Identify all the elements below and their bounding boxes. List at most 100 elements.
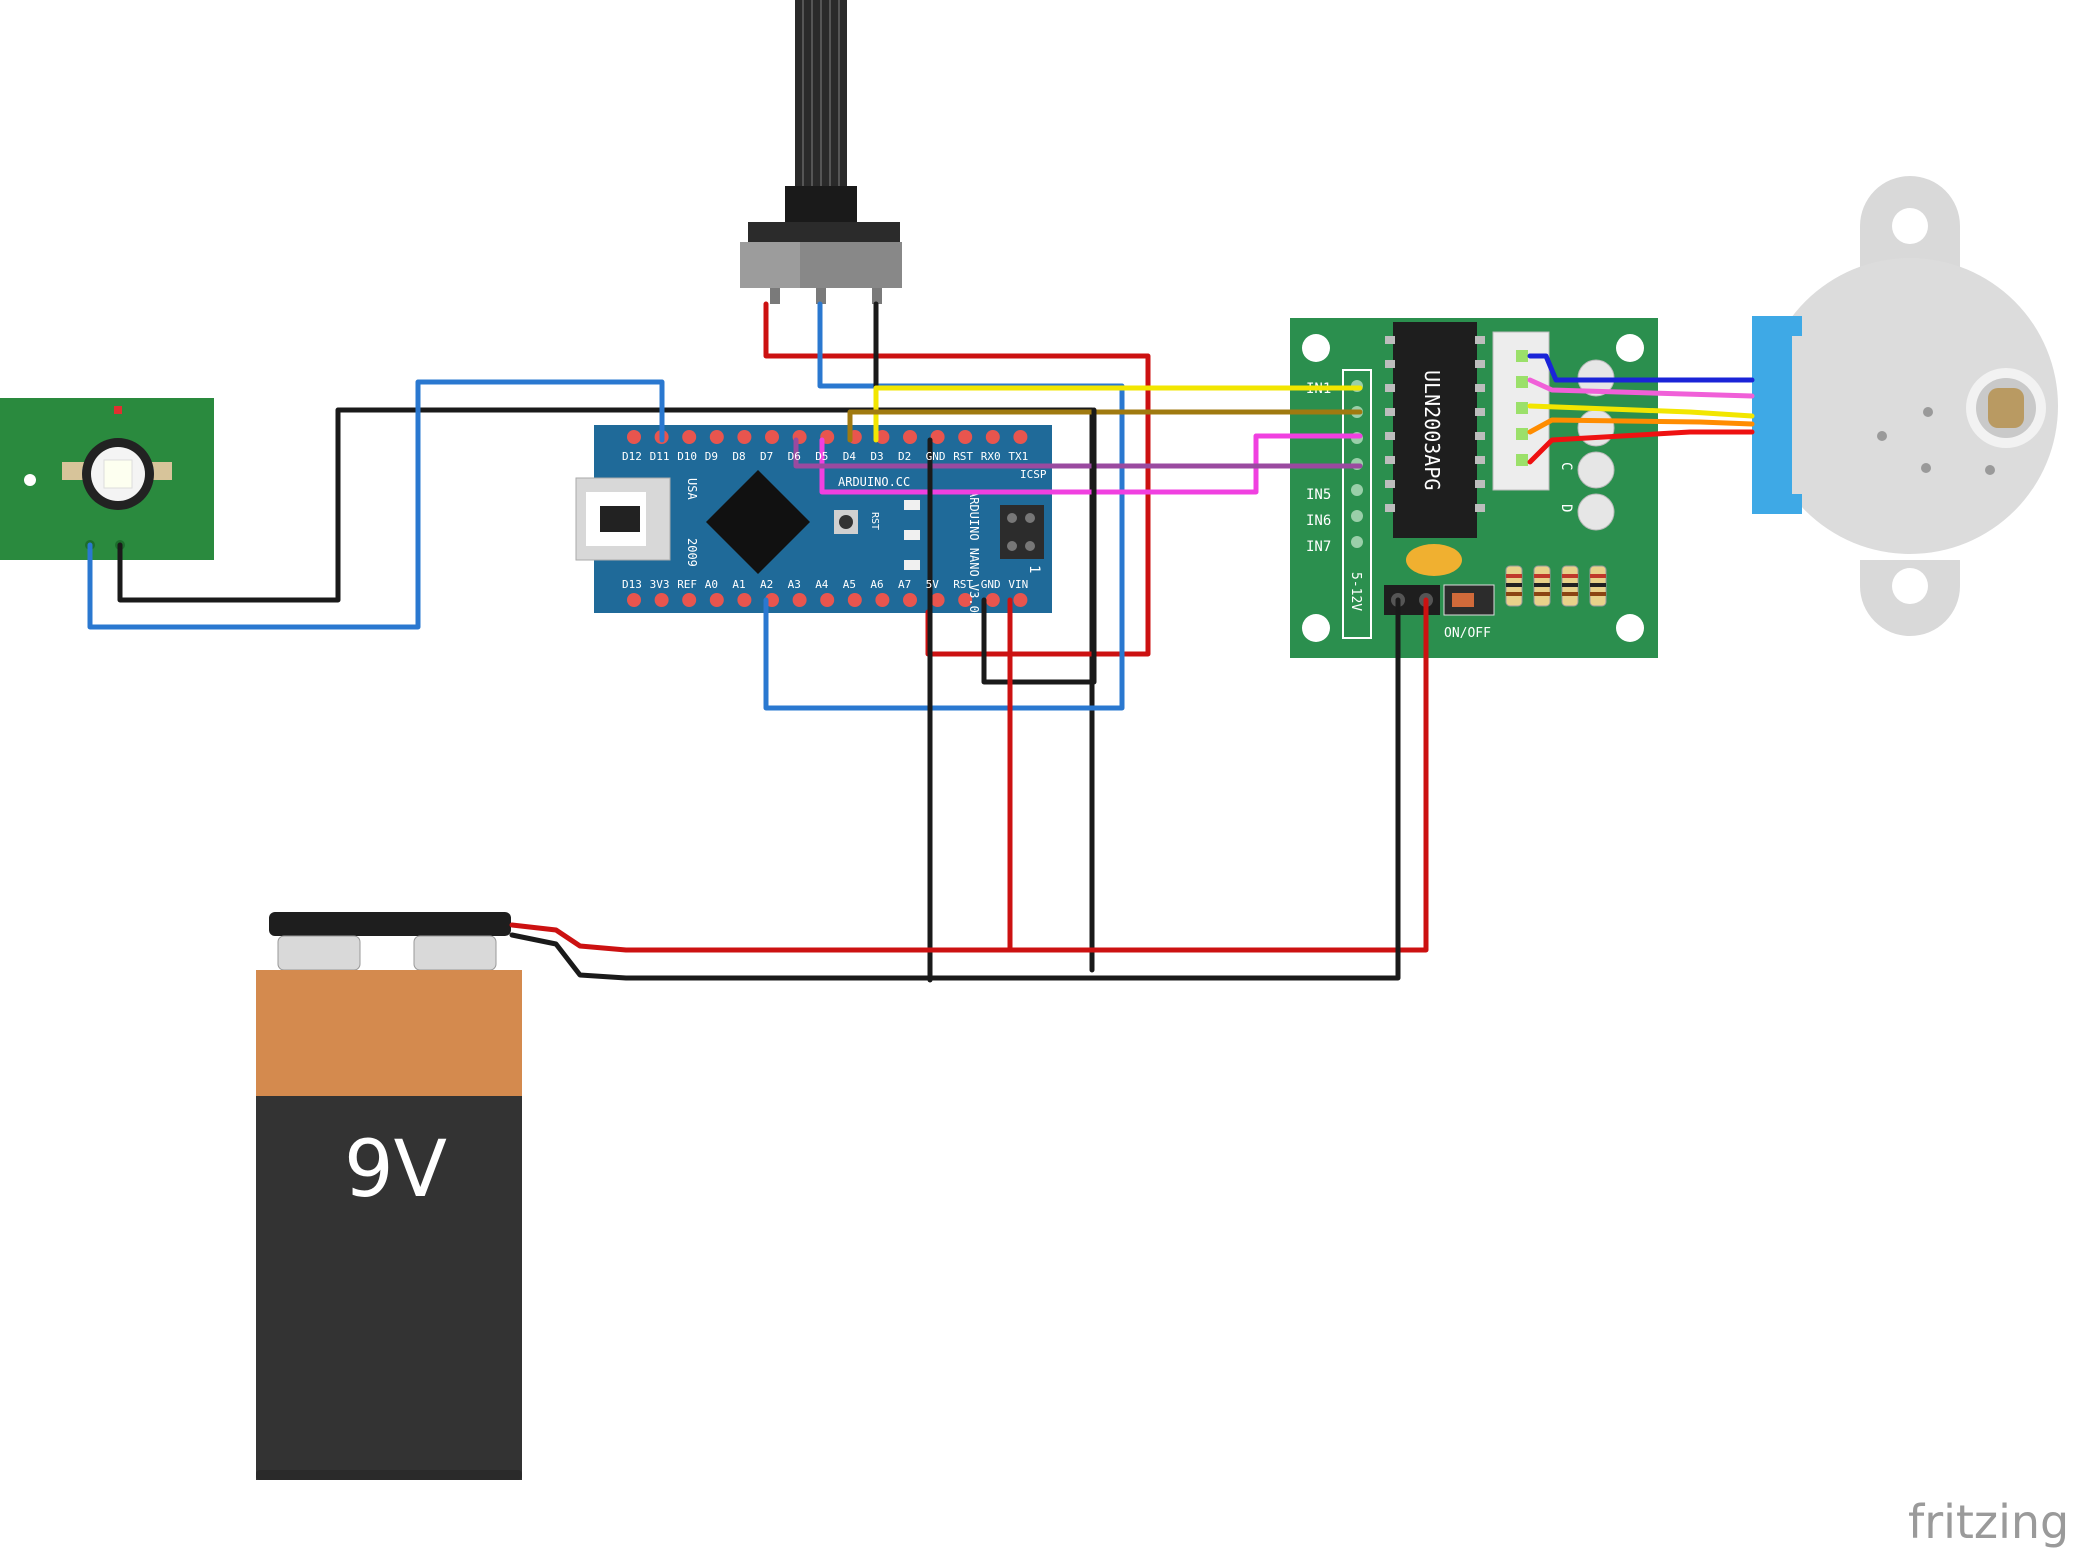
nano-pin-a5 — [847, 593, 862, 607]
chip-leg — [1385, 408, 1395, 416]
nano-pin-a4 — [820, 593, 835, 607]
battery-9v: 9V — [256, 912, 522, 1480]
wire-in4 — [793, 437, 1363, 469]
chip-leg — [1385, 384, 1395, 392]
nano-pin-d10 — [682, 430, 697, 444]
nano-usa-label: USA — [685, 478, 699, 500]
chip-leg — [1475, 384, 1485, 392]
driver-switch-label: ON/OFF — [1444, 626, 1491, 641]
driver-in7-label: IN7 — [1306, 539, 1331, 555]
nano-bottom-pin-label: D13 — [622, 578, 642, 591]
nano-pin-a3 — [792, 593, 807, 607]
chip-leg — [1475, 456, 1485, 464]
nano-pin-gnd — [985, 593, 1000, 607]
nano-top-pin-label: D5 — [815, 450, 828, 463]
nano-top-pin-label: D4 — [843, 450, 857, 463]
nano-top-pin-label: D3 — [870, 450, 883, 463]
driver-in-hole — [1351, 484, 1363, 496]
wire-motor-pink — [1527, 377, 1755, 399]
nano-top-pin-label: RX0 — [981, 450, 1001, 463]
resistor-band — [1534, 574, 1550, 578]
wire-in1 — [873, 385, 1363, 443]
nano-bottom-pin-label: A0 — [705, 578, 718, 591]
motor-connector-pin — [1516, 428, 1528, 440]
nano-top-pin-label: D2 — [898, 450, 911, 463]
nano-pin-rst — [958, 593, 973, 607]
resistor-band — [1562, 583, 1578, 587]
chip-leg — [1475, 360, 1485, 368]
nano-pin-a0 — [709, 593, 724, 607]
driver-in-hole — [1351, 510, 1363, 522]
wire-battery-neg — [509, 597, 1401, 981]
nano-pin-3v3 — [654, 593, 669, 607]
chip-leg — [1385, 504, 1395, 512]
motor-connector-pin — [1516, 454, 1528, 466]
nano-bottom-pin-label: GND — [981, 578, 1001, 591]
wire-led-signal — [87, 379, 665, 630]
nano-pin-a1 — [737, 593, 752, 607]
chip-leg — [1475, 432, 1485, 440]
nano-top-pin-label: D11 — [650, 450, 670, 463]
nano-bottom-pin-label: A6 — [870, 578, 883, 591]
nano-pin-rx0 — [985, 430, 1000, 444]
driver-led-d-label: D — [1558, 504, 1574, 512]
stepper-motor — [1752, 176, 2058, 636]
driver-in6-label: IN6 — [1306, 513, 1331, 529]
nano-one-label: 1 — [1026, 565, 1042, 573]
nano-bottom-pin-label: A5 — [843, 578, 856, 591]
nano-bottom-pin-label: VIN — [1008, 578, 1028, 591]
resistor-band — [1590, 574, 1606, 578]
nano-bottom-pin-label: A2 — [760, 578, 773, 591]
nano-pin-d3 — [875, 430, 890, 444]
nano-top-pin-label: TX1 — [1008, 450, 1028, 463]
chip-leg — [1385, 456, 1395, 464]
nano-top-pin-label: GND — [926, 450, 946, 463]
potentiometer — [740, 0, 902, 304]
nano-pin-gnd — [930, 430, 945, 444]
nano-pin-a6 — [875, 593, 890, 607]
wire-layer — [87, 301, 1755, 983]
chip-leg — [1475, 480, 1485, 488]
chip-leg — [1385, 336, 1395, 344]
nano-pin-d13 — [627, 593, 641, 607]
wire-battery-pos — [509, 597, 1429, 953]
nano-top-pin-label: D8 — [732, 450, 745, 463]
nano-top-pin-label: RST — [953, 450, 973, 463]
resistor-band — [1562, 574, 1578, 578]
resistor-band — [1590, 592, 1606, 596]
nano-bottom-pin-label: A3 — [788, 578, 801, 591]
resistor-band — [1506, 574, 1522, 578]
nano-top-pin-label: D9 — [705, 450, 718, 463]
battery-label: 9V — [344, 1125, 447, 1215]
motor-connector-pin — [1516, 350, 1528, 362]
resistor-band — [1590, 583, 1606, 587]
resistor-band — [1562, 592, 1578, 596]
nano-pin-tx1 — [1013, 430, 1028, 444]
nano-top-pin-label: D7 — [760, 450, 773, 463]
nano-pin-ref — [682, 593, 697, 607]
nano-pin-vin — [1013, 593, 1028, 607]
resistor-band — [1534, 592, 1550, 596]
nano-pin-d12 — [627, 430, 641, 444]
driver-power-label: 5-12V — [1348, 572, 1363, 611]
wire-motor-blue — [1527, 353, 1755, 383]
nano-brand-label: ARDUINO.CC — [838, 475, 910, 489]
nano-top-pin-label: D12 — [622, 450, 642, 463]
nano-bottom-pin-label: A7 — [898, 578, 911, 591]
nano-pin-d8 — [737, 430, 752, 444]
wire-in2 — [847, 409, 1363, 443]
wire-motor-red — [1527, 429, 1755, 465]
nano-year-label: 2009 — [685, 538, 699, 567]
chip-leg — [1385, 480, 1395, 488]
driver-chip-label: ULN2003APG — [1420, 370, 1444, 490]
driver-in5-label: IN5 — [1306, 487, 1331, 503]
nano-model-label: ARDUINO NANO V3.0 — [967, 490, 981, 613]
nano-bottom-pin-label: 3V3 — [650, 578, 670, 591]
nano-pin-a7 — [903, 593, 917, 607]
nano-rst-label: RST — [869, 512, 880, 530]
nano-bottom-pin-label: A4 — [815, 578, 829, 591]
nano-icsp-label: ICSP — [1020, 468, 1047, 481]
resistor-band — [1506, 583, 1522, 587]
resistor-band — [1506, 592, 1522, 596]
